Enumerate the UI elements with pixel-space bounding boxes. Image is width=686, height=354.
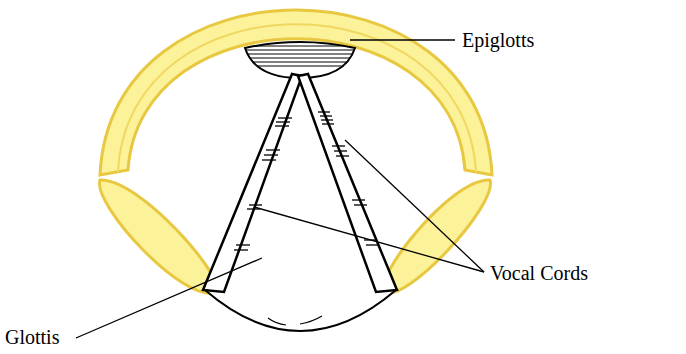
hatched-area [245,42,355,78]
vocal-cord-right [298,74,397,292]
cartilage-right [383,180,491,293]
part-label: Vocal Cords [488,262,590,284]
leader-epiglottis [350,39,455,40]
vocal-cord-left [203,74,302,292]
cartilage-left [100,180,218,293]
part-label: Epiglotts [460,29,536,51]
hatch-lines [240,46,360,66]
part-label: Glottis [3,326,61,348]
glottis-arc [205,290,396,331]
glottis-mark [268,316,322,325]
vocal-cord-hatching [234,112,379,250]
epiglottis-outline [118,24,476,172]
leader-vocal-cord-left [254,207,484,272]
leader-lines [76,40,484,338]
leader-glottis [76,258,262,338]
